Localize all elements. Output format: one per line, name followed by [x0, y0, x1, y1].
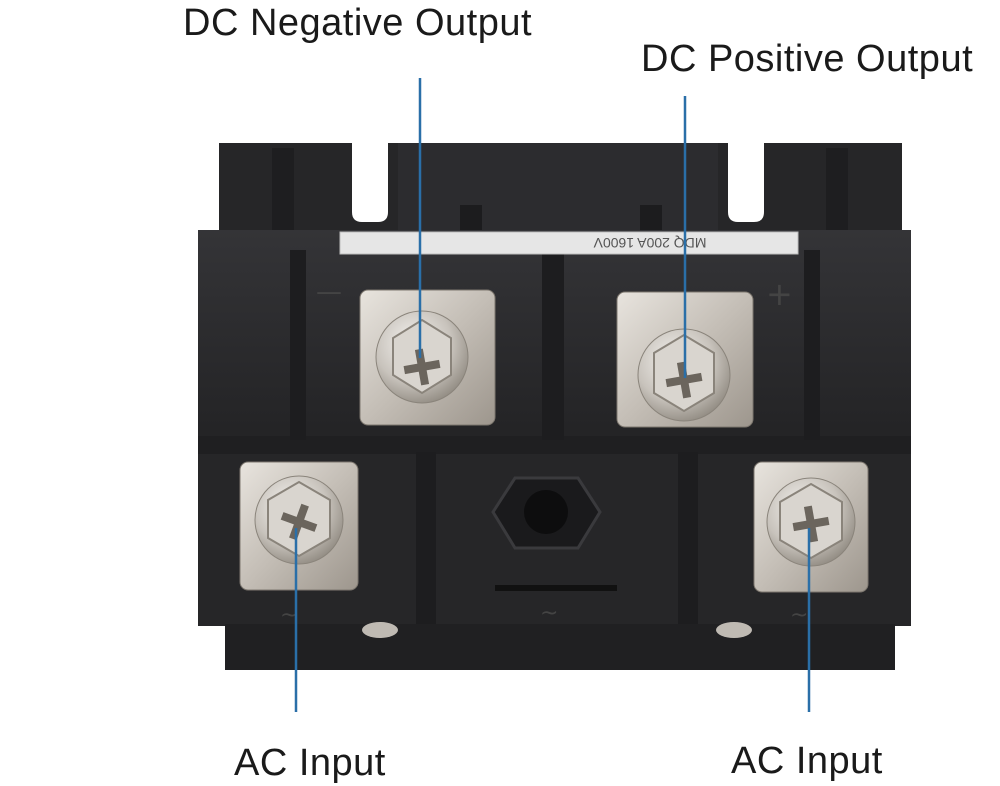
minus-marking: — [316, 277, 342, 307]
callout-dc-positive-output: DC Positive Output [641, 38, 974, 80]
phillips-screw-icon [403, 348, 441, 386]
terminal-ac-input-right [753, 461, 869, 593]
terminal-dc-negative [359, 289, 496, 426]
callout-dc-negative-output: DC Negative Output [183, 2, 533, 44]
bottom-screw-right [716, 622, 752, 638]
ac-marking-left: ~ [280, 603, 298, 628]
phillips-screw-icon [280, 503, 318, 541]
callout-ac-input-left: AC Input [234, 742, 386, 784]
plus-marking: + [766, 275, 793, 313]
callout-ac-input-right: AC Input [731, 740, 883, 782]
ac-marking-center: ~ [540, 601, 558, 626]
terminal-ac-input-left [239, 461, 359, 591]
mounting-hole [491, 476, 617, 591]
bottom-screw-left [362, 622, 398, 638]
phillips-screw-icon [665, 361, 703, 399]
phillips-screw-icon [792, 505, 830, 543]
ac-marking-right: ~ [790, 603, 808, 628]
rating-label-text: MDQ 200A 1600V [593, 235, 707, 251]
module-housing [198, 230, 911, 670]
rating-label: MDQ 200A 1600V [339, 231, 799, 255]
leader-lines [294, 78, 811, 712]
top-rail [219, 143, 902, 236]
